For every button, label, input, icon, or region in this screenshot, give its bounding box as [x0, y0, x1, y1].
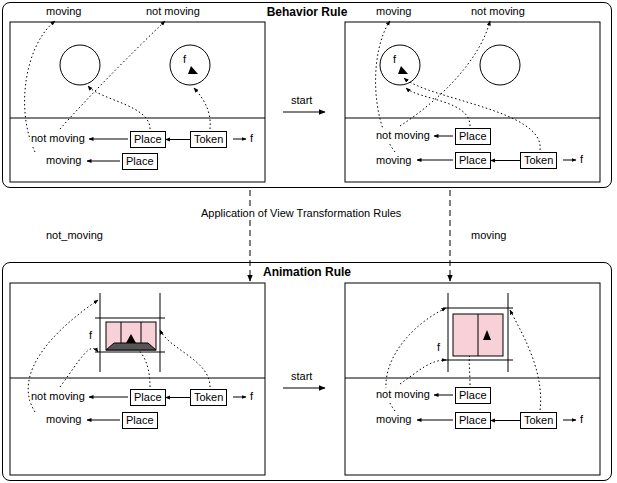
elevator-cabin — [453, 314, 503, 356]
text-label: f — [88, 329, 93, 342]
node-label: Place — [459, 414, 487, 426]
text-label: f — [249, 390, 254, 403]
place-circle — [380, 45, 420, 85]
rule-frame — [345, 283, 600, 475]
text-label: not moving — [30, 132, 86, 145]
graph-node: Place — [130, 131, 166, 148]
rule-frame — [10, 283, 265, 475]
text-label: not_moving — [45, 229, 104, 242]
node-label: Place — [134, 391, 162, 403]
token-symbol — [188, 66, 198, 74]
graph-node: Place — [455, 412, 491, 429]
graph-node: Token — [190, 131, 227, 148]
text-label: not moving — [375, 129, 431, 142]
panel-title: Animation Rule — [3, 265, 611, 279]
text-label: f — [436, 341, 441, 354]
elevator-cabin — [106, 322, 156, 350]
token-symbol — [126, 334, 136, 343]
start-arrow — [283, 388, 325, 389]
place-circle — [480, 45, 520, 85]
text-label: f — [579, 413, 584, 426]
text-label: f — [392, 53, 397, 66]
graph-node: Place — [122, 412, 158, 429]
elevator-door — [478, 314, 479, 356]
rule-frame — [345, 22, 600, 182]
elevator-door — [121, 322, 122, 344]
text-label: f — [249, 132, 254, 145]
elevator-floor — [106, 343, 156, 350]
text-label: start — [290, 370, 313, 383]
node-label: Place — [459, 154, 487, 166]
graph-node: Place — [455, 152, 491, 169]
token-place-arrow — [166, 397, 190, 398]
node-label: Place — [459, 130, 487, 142]
place-circle — [60, 45, 100, 85]
text-label: Application of View Transformation Rules — [200, 207, 402, 220]
text-label: moving — [45, 154, 82, 167]
text-label: f — [579, 153, 584, 166]
divider — [345, 378, 600, 379]
token-symbol — [398, 66, 408, 74]
text-label: moving — [470, 229, 507, 242]
node-label: Token — [194, 391, 223, 403]
view-transformation-arrow — [250, 190, 251, 281]
graph-node: Token — [520, 412, 557, 429]
node-label: Token — [194, 133, 223, 145]
graph-node: Token — [520, 152, 557, 169]
text-label: not moving — [375, 388, 431, 401]
place-circle — [170, 45, 210, 85]
node-label: Place — [126, 414, 154, 426]
token-symbol — [483, 330, 491, 340]
elevator-door — [141, 322, 142, 344]
node-label: Place — [134, 133, 162, 145]
graph-node: Place — [455, 128, 491, 145]
text-label: moving — [375, 154, 412, 167]
graph-node: Place — [122, 153, 158, 170]
mapping-line — [25, 21, 541, 412]
graph-node: Place — [455, 387, 491, 404]
text-label: moving — [45, 5, 82, 18]
graph-node: Token — [190, 389, 227, 406]
node-label: Token — [524, 414, 553, 426]
token-place-arrow — [491, 420, 520, 421]
node-label: Place — [126, 155, 154, 167]
rule-frame — [10, 22, 265, 182]
text-label: not moving — [30, 390, 86, 403]
text-label: moving — [375, 413, 412, 426]
divider — [10, 378, 265, 379]
node-label: Place — [459, 389, 487, 401]
elevator-shaft — [443, 293, 513, 372]
divider — [10, 118, 265, 119]
token-place-arrow — [491, 160, 520, 161]
divider — [345, 118, 600, 119]
text-label: start — [290, 94, 313, 107]
start-arrow — [283, 112, 325, 113]
view-transformation-arrow — [450, 190, 451, 281]
graph-node: Place — [130, 389, 166, 406]
elevator-shaft — [95, 293, 165, 372]
text-label: not moving — [145, 5, 201, 18]
node-label: Token — [524, 154, 553, 166]
text-label: moving — [45, 413, 82, 426]
text-label: moving — [375, 5, 412, 18]
token-place-arrow — [166, 139, 190, 140]
text-label: not moving — [470, 5, 526, 18]
text-label: f — [182, 53, 187, 66]
